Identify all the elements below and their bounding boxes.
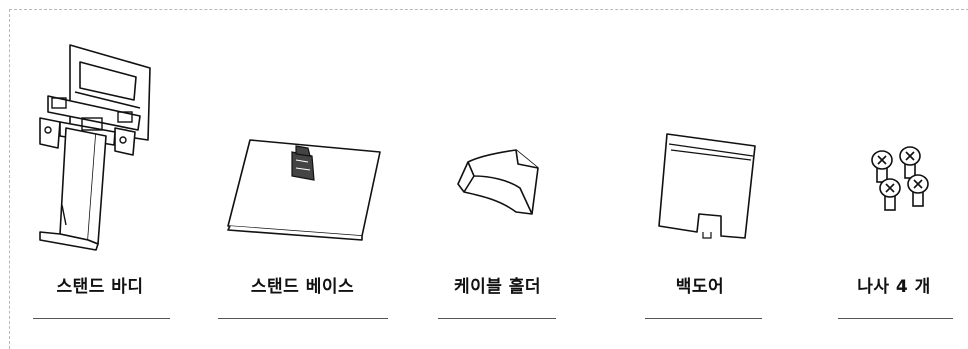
- dashed-frame: [9, 9, 968, 349]
- part-label: 스탠드 베이스: [250, 277, 355, 297]
- part-label: 스탠드 바디: [56, 277, 144, 297]
- part-cable-holder: 케이블 홀더: [420, 0, 575, 343]
- label-underline: [838, 318, 953, 319]
- label-underline: [33, 318, 170, 319]
- back-door-illustration: [658, 133, 756, 239]
- stand-body-illustration: [39, 44, 151, 251]
- part-label: 나사 4 개: [857, 277, 931, 297]
- part-stand-body: 스탠드 바디: [0, 0, 200, 343]
- part-label: 백도어: [675, 277, 725, 297]
- label-underline: [218, 318, 388, 319]
- label-underline: [645, 318, 762, 319]
- stand-base-illustration: [227, 139, 381, 241]
- part-screws: 나사 4 개: [820, 0, 968, 343]
- screws-illustration: [871, 146, 929, 211]
- part-label: 케이블 홀더: [453, 277, 542, 297]
- part-back-door: 백도어: [625, 0, 775, 343]
- cable-holder-illustration: [457, 149, 539, 215]
- part-stand-base: 스탠드 베이스: [200, 0, 405, 343]
- label-underline: [438, 318, 556, 319]
